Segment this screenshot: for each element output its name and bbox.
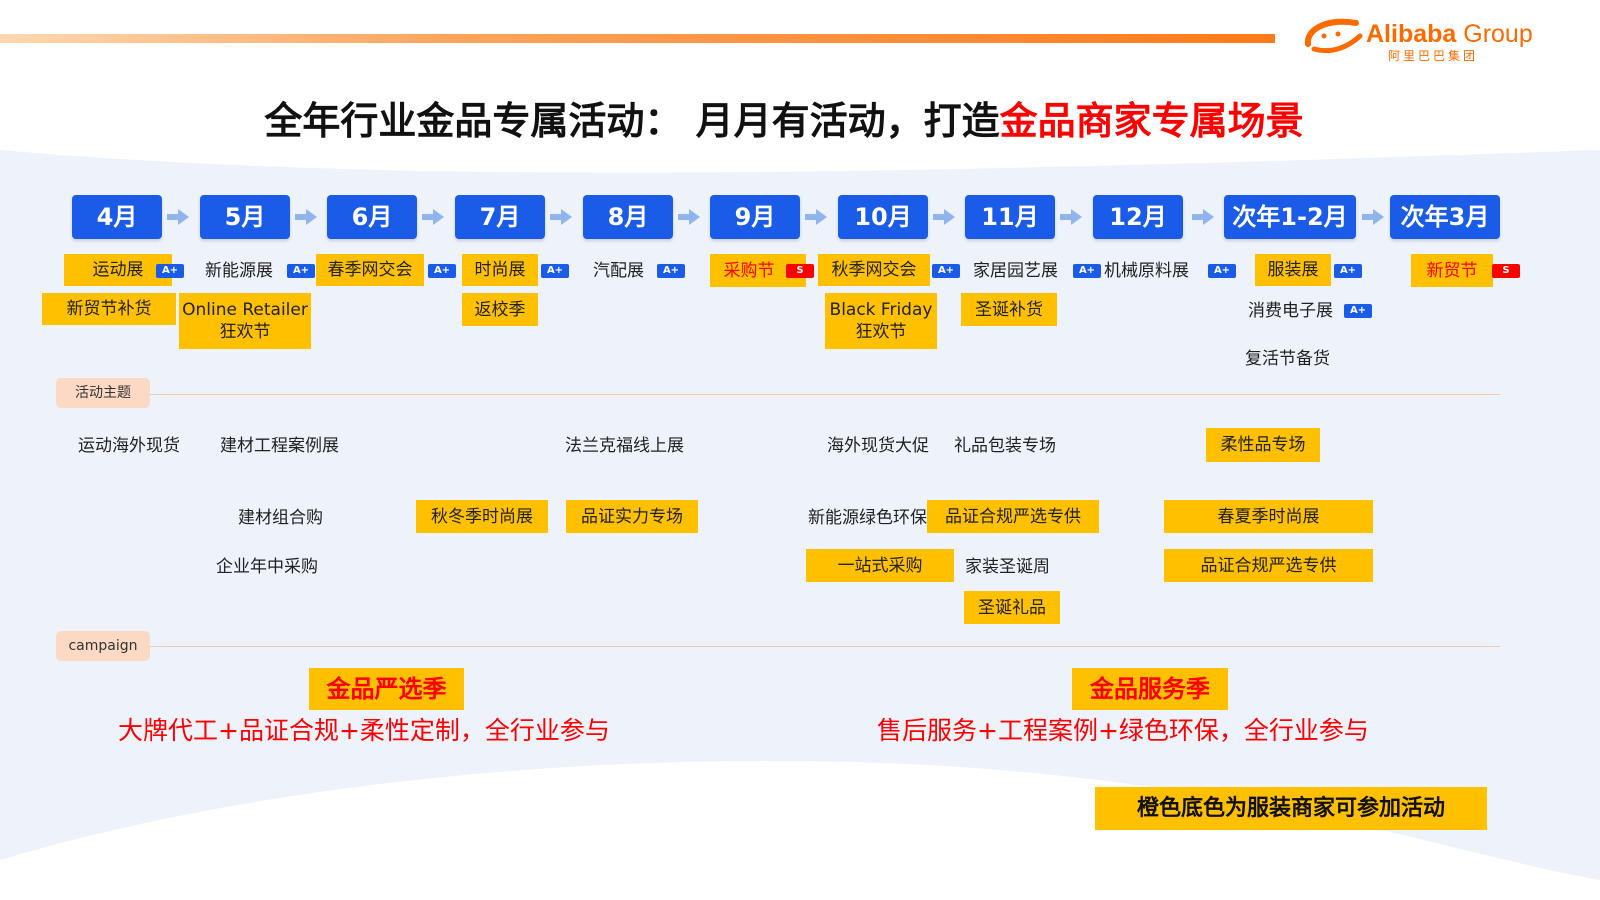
- event-jun-spring-fair: 春季网交会: [316, 254, 424, 286]
- theme-item: 企业年中采购: [216, 557, 318, 577]
- month-next-mar: 次年3月: [1390, 195, 1500, 239]
- month-oct: 10月: [838, 195, 928, 239]
- theme-item-highlight: 品证实力专场: [566, 500, 698, 533]
- arrow-right-icon: [1192, 209, 1214, 225]
- theme-item-highlight: 圣诞礼品: [964, 591, 1060, 624]
- badge-a-plus: A+: [1208, 264, 1236, 278]
- campaign-left-desc: 大牌代工+品证合规+柔性定制，全行业参与: [118, 716, 610, 745]
- theme-item-highlight: 柔性品专场: [1206, 428, 1320, 462]
- event-jul-fashion: 时尚展: [462, 254, 538, 286]
- badge-a-plus: A+: [932, 264, 960, 278]
- arrow-right-icon: [805, 209, 827, 225]
- badge-a-plus: A+: [287, 264, 315, 278]
- top-accent-bar: [0, 34, 1275, 43]
- theme-item: 礼品包装专场: [954, 436, 1056, 456]
- theme-item: 法兰克福线上展: [565, 436, 684, 456]
- legend-note: 橙色底色为服装商家可参加活动: [1095, 787, 1487, 830]
- arrow-right-icon: [550, 209, 572, 225]
- event-jan-electronics: 消费电子展: [1248, 301, 1333, 321]
- event-jan-easter-restock: 复活节备货: [1245, 349, 1330, 369]
- event-aug-auto-parts: 汽配展: [593, 261, 644, 281]
- month-jun: 6月: [327, 195, 417, 239]
- month-may: 5月: [200, 195, 290, 239]
- section-label-themes: 活动主题: [56, 378, 150, 408]
- event-oct-autumn-fair: 秋季网交会: [818, 254, 930, 286]
- badge-a-plus: A+: [657, 264, 685, 278]
- arrow-right-icon: [295, 209, 317, 225]
- campaign-right-desc: 售后服务+工程案例+绿色环保，全行业参与: [877, 716, 1369, 745]
- section-label-campaign: campaign: [56, 631, 150, 661]
- theme-item: 家装圣诞周: [965, 557, 1050, 577]
- event-dec-machinery: 机械原料展: [1104, 261, 1189, 281]
- month-dec: 12月: [1093, 195, 1183, 239]
- badge-a-plus: A+: [1073, 264, 1101, 278]
- theme-item-highlight: 秋冬季时尚展: [416, 500, 548, 533]
- arrow-right-icon: [933, 209, 955, 225]
- month-nov: 11月: [965, 195, 1055, 239]
- month-next-jan-feb: 次年1-2月: [1224, 195, 1356, 239]
- theme-item: 建材工程案例展: [220, 436, 339, 456]
- divider-line: [150, 394, 1500, 395]
- logo-text-en: Alibaba Group: [1366, 20, 1533, 48]
- arrow-right-icon: [167, 209, 189, 225]
- theme-item: 新能源绿色环保: [808, 508, 927, 528]
- event-jan-apparel-expo: 服装展: [1255, 254, 1331, 286]
- month-sep: 9月: [710, 195, 800, 239]
- theme-item: 海外现货大促: [827, 436, 929, 456]
- arrow-right-icon: [1060, 209, 1082, 225]
- alibaba-group-logo: Alibaba Group 阿里巴巴集团: [1300, 14, 1560, 63]
- event-nov-christmas-restock: 圣诞补货: [961, 293, 1057, 326]
- badge-a-plus: A+: [1334, 264, 1362, 278]
- theme-item: 运动海外现货: [78, 436, 180, 456]
- arrow-right-icon: [422, 209, 444, 225]
- badge-a-plus: A+: [1344, 304, 1372, 318]
- event-apr-restock: 新贸节补货: [42, 293, 176, 325]
- month-jul: 7月: [455, 195, 545, 239]
- month-apr: 4月: [72, 195, 162, 239]
- arrow-right-icon: [678, 209, 700, 225]
- page-title: 全年行业金品专属活动： 月月有活动，打造金品商家专属场景: [264, 99, 1304, 143]
- event-mar-new-trade-festival: 新贸节: [1411, 254, 1493, 287]
- logo-text-cn: 阿里巴巴集团: [1388, 49, 1479, 63]
- alibaba-smile-icon: [1304, 18, 1363, 54]
- arrow-right-icon: [1362, 209, 1384, 225]
- month-aug: 8月: [583, 195, 673, 239]
- theme-item: 建材组合购: [238, 508, 323, 528]
- badge-a-plus: A+: [428, 264, 456, 278]
- campaign-right-title: 金品服务季: [1072, 668, 1228, 710]
- theme-item-highlight: 春夏季时尚展: [1164, 500, 1373, 533]
- event-may-new-energy: 新能源展: [205, 261, 273, 281]
- event-sep-procurement-festival: 采购节: [710, 254, 806, 287]
- badge-s: S: [786, 264, 814, 278]
- campaign-left-title: 金品严选季: [309, 668, 464, 710]
- badge-s: S: [1492, 264, 1520, 278]
- badge-a-plus: A+: [156, 264, 184, 278]
- theme-item-highlight: 品证合规严选专供: [927, 500, 1099, 533]
- event-apr-sports-expo: 运动展: [64, 254, 172, 286]
- theme-item-highlight: 一站式采购: [806, 549, 954, 582]
- event-jul-back-to-school: 返校季: [462, 293, 538, 326]
- event-nov-home-garden: 家居园艺展: [973, 261, 1058, 281]
- badge-a-plus: A+: [541, 264, 569, 278]
- divider-line: [150, 646, 1500, 647]
- theme-item-highlight: 品证合规严选专供: [1164, 549, 1373, 582]
